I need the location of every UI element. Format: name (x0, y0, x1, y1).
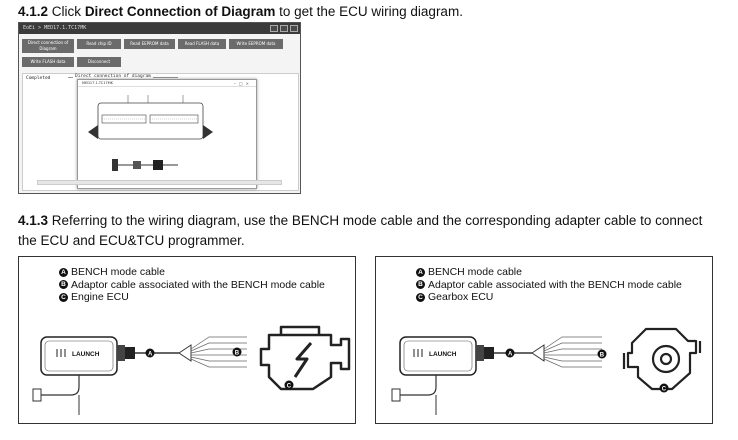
horizontal-scrollbar[interactable] (37, 180, 282, 185)
badge-a: A (59, 267, 68, 277)
cable-adapter (153, 160, 163, 170)
ecu-side-left (88, 125, 98, 139)
read-flash-button[interactable]: Read FLASH data (178, 39, 226, 49)
window-title-bar: EoEi > MED17.1.TC17MK (19, 23, 300, 34)
legend-text: Engine ECU (71, 291, 129, 303)
engine-wiring-illustration: LAUNCH A B C (32, 325, 351, 415)
legend-text: Adaptor cable associated with the BENCH … (428, 278, 682, 291)
popup-title-bar: MED17.1.TC17MK –□× (78, 80, 256, 87)
cable-connector (133, 161, 141, 169)
badge-marker-a (505, 348, 515, 358)
software-window: EoEi > MED17.1.TC17MK Direct connection … (18, 22, 301, 194)
badge-marker-b (597, 349, 607, 359)
heading-text: Referring to the wiring diagram, use the… (18, 213, 703, 248)
svg-text:A: A (148, 352, 153, 358)
ecu-side-right (203, 125, 213, 139)
maximize-icon[interactable] (280, 25, 288, 32)
badge-marker-a (145, 348, 155, 358)
log-text: Completed (26, 76, 51, 81)
section-number: 4.1.2 (18, 4, 49, 19)
ecu-outline (97, 102, 204, 140)
read-eeprom-button[interactable]: Read EEPROM data (124, 39, 175, 49)
badge-marker-b (232, 347, 242, 357)
group-legend: Direct connection of diagram (73, 74, 153, 79)
heading-4-1-3: 4.1.3 Referring to the wiring diagram, u… (18, 211, 724, 251)
svg-text:C: C (662, 387, 667, 393)
heading-bold-text: Direct Connection of Diagram (84, 4, 276, 19)
ecu-wiring-diagram (88, 95, 213, 171)
popup-title: MED17.1.TC17MK (82, 81, 113, 85)
svg-text:B: B (600, 353, 605, 359)
read-chip-id-button[interactable]: Read chip ID (77, 39, 121, 49)
badge-marker-c (659, 383, 669, 393)
badge-c: C (416, 292, 425, 302)
cable-plug (112, 159, 118, 171)
write-flash-button[interactable]: Write FLASH data (22, 57, 74, 67)
heading-post-text: to get the ECU wiring diagram. (279, 4, 463, 19)
launch-device-icon (40, 336, 135, 376)
legend-text: Adaptor cable associated with the BENCH … (71, 278, 325, 291)
window-title: EoEi > MED17.1.TC17MK (23, 25, 87, 31)
disconnect-button[interactable]: Disconnect (77, 57, 121, 67)
badge-a: A (416, 267, 425, 277)
legend-text: BENCH mode cable (428, 266, 522, 278)
heading-pre-text: Click (51, 4, 82, 19)
badge-c: C (59, 292, 68, 302)
badge-b: B (59, 280, 68, 290)
launch-device-icon (399, 336, 494, 376)
heading-4-1-2: 4.1.2 Click Direct Connection of Diagram… (18, 3, 463, 20)
direct-connection-button[interactable]: Direct connection of Diagram (22, 39, 74, 53)
legend-text: Gearbox ECU (428, 291, 494, 303)
badge-b: B (416, 280, 425, 290)
legend-text: BENCH mode cable (71, 266, 165, 278)
minimize-icon[interactable] (270, 25, 278, 32)
popup-window-controls-icon[interactable]: –□× (233, 81, 252, 86)
close-icon[interactable] (290, 25, 298, 32)
badge-marker-c (284, 380, 294, 390)
section-number: 4.1.3 (18, 213, 49, 228)
svg-text:B: B (235, 351, 240, 357)
gearbox-icon (622, 327, 702, 391)
svg-text:C: C (287, 384, 292, 390)
device-label: LAUNCH (429, 351, 457, 358)
device-label: LAUNCH (72, 351, 100, 358)
gearbox-wiring-illustration: LAUNCH A B C (391, 327, 702, 415)
diagram-popup: MED17.1.TC17MK –□× (77, 79, 257, 189)
adaptor-wires (543, 336, 602, 368)
svg-text:A: A (508, 352, 513, 358)
write-eeprom-button[interactable]: Write EEPROM data (229, 39, 283, 49)
engine-icon (259, 325, 351, 391)
